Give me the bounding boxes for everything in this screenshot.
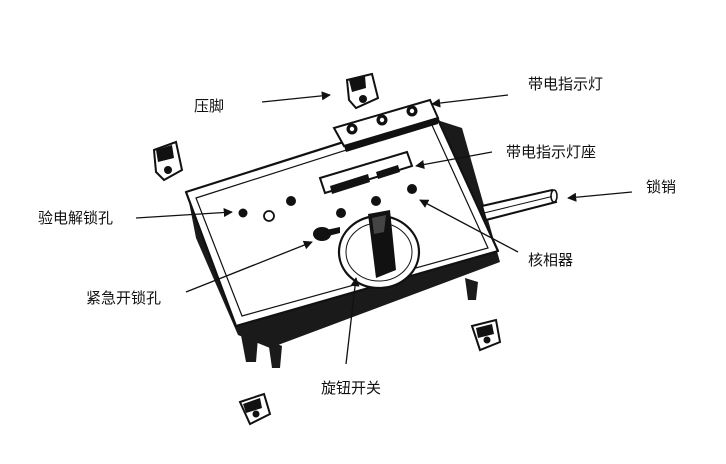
spare-presser-foot-bottom-right bbox=[470, 318, 502, 352]
arrow-lock-pin bbox=[567, 191, 633, 202]
arrow-rotary-switch bbox=[345, 277, 360, 365]
label-emergency-unlock-hole: 紧急开锁孔 bbox=[86, 289, 162, 307]
spare-presser-foot-bottom-left bbox=[238, 392, 272, 426]
indicator-socket bbox=[318, 150, 414, 195]
label-presser-foot: 压脚 bbox=[194, 97, 225, 115]
arrow-indicator-socket bbox=[415, 151, 493, 169]
label-rotary-switch: 旋钮开关 bbox=[321, 379, 382, 397]
arrow-presser-foot bbox=[261, 91, 331, 103]
live-indicator-bracket bbox=[332, 98, 440, 152]
phase-detector-holes bbox=[336, 184, 417, 218]
rotary-switch bbox=[337, 210, 421, 290]
label-phase-detector: 核相器 bbox=[528, 251, 574, 269]
label-live-indicator: 带电指示灯 bbox=[528, 75, 604, 93]
label-live-indicator-socket: 带电指示灯座 bbox=[506, 143, 597, 161]
emergency-unlock-hole bbox=[313, 227, 340, 241]
lock-pin bbox=[480, 188, 558, 222]
spare-presser-foot-left bbox=[152, 140, 184, 182]
arrow-test-unlock bbox=[135, 207, 233, 219]
label-lock-pin: 锁销 bbox=[646, 178, 677, 196]
arrow-phase-detector bbox=[419, 199, 519, 253]
label-test-unlock-hole: 验电解锁孔 bbox=[38, 209, 114, 227]
arrow-live-indicator bbox=[431, 94, 509, 108]
presser-foot-part bbox=[345, 72, 380, 110]
arrow-emergency-unlock bbox=[185, 240, 313, 293]
test-unlock-holes bbox=[238, 196, 296, 222]
leader-arrows bbox=[135, 91, 633, 365]
